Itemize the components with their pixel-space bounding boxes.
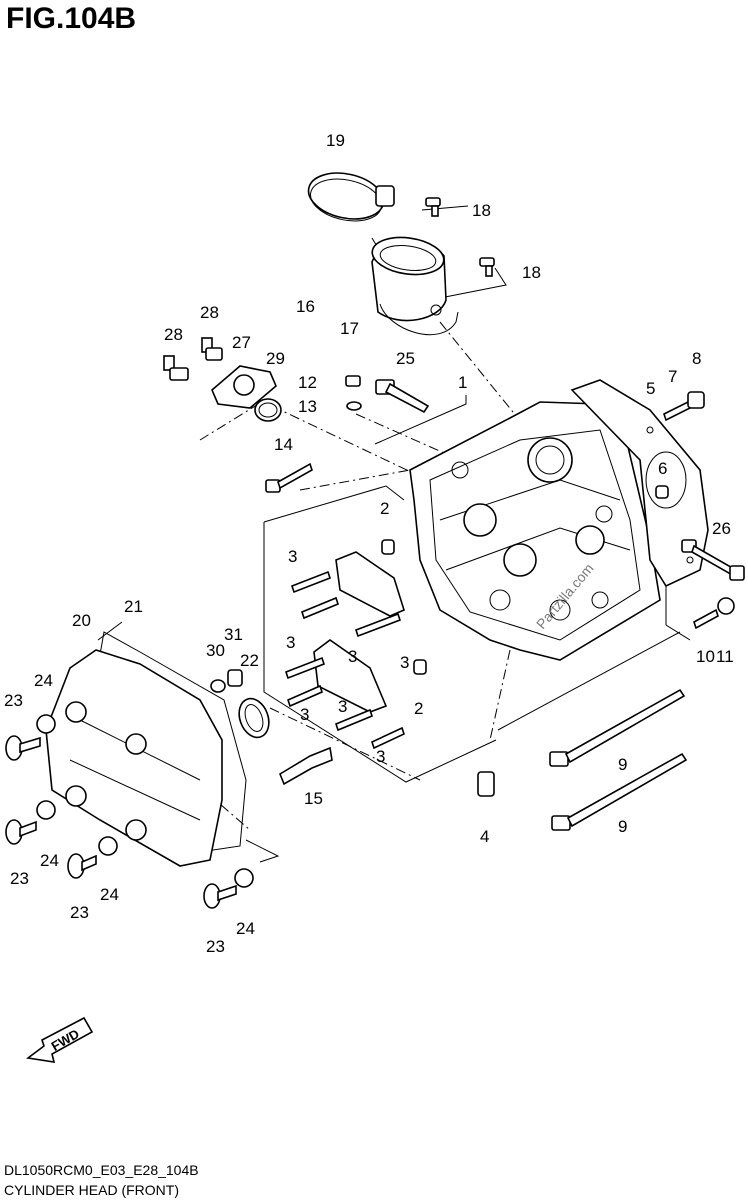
callout-28-right[interactable]: 28 [200, 303, 219, 322]
cap-31[interactable] [227, 669, 243, 687]
bolt-12[interactable] [345, 375, 361, 387]
callout-4[interactable]: 4 [480, 827, 489, 846]
forward-arrow: FWD [25, 1016, 94, 1063]
callout-24-b[interactable]: 24 [40, 851, 59, 870]
washer-13[interactable] [346, 401, 362, 411]
callout-1[interactable]: 1 [458, 373, 467, 392]
callout-26[interactable]: 26 [712, 519, 731, 538]
callout-21[interactable]: 21 [124, 597, 143, 616]
bolt-28-left[interactable] [163, 355, 189, 381]
long-bolt-9-upper[interactable] [549, 688, 686, 767]
bolt-26[interactable] [681, 539, 745, 581]
callout-31[interactable]: 31 [224, 625, 243, 644]
cover-washer-24-a[interactable] [36, 714, 56, 734]
hose-clamp[interactable] [304, 167, 395, 227]
cover-bolt-23-d[interactable] [203, 883, 237, 909]
nut-8[interactable] [687, 391, 705, 409]
callout-23-d[interactable]: 23 [206, 937, 225, 956]
callout-23-c[interactable]: 23 [70, 903, 89, 922]
o-ring[interactable] [254, 398, 282, 422]
cover-washer-24-c[interactable] [98, 836, 118, 856]
callout-24-a[interactable]: 24 [34, 671, 53, 690]
callout-24-d[interactable]: 24 [236, 919, 255, 938]
callout-24-c[interactable]: 24 [100, 885, 119, 904]
figure-title: FIG.104B [6, 2, 137, 35]
dowel-4[interactable] [477, 771, 495, 797]
callout-22[interactable]: 22 [240, 651, 259, 670]
bolt-25[interactable] [375, 379, 430, 414]
bolt-10[interactable] [693, 608, 719, 630]
callout-16[interactable]: 16 [296, 297, 315, 316]
head-gasket[interactable] [570, 379, 709, 588]
callout-3-b[interactable]: 3 [286, 633, 295, 652]
callout-13[interactable]: 13 [298, 397, 317, 416]
cover-washer-24-b[interactable] [36, 800, 56, 820]
cam-holder-bolts[interactable] [285, 570, 405, 750]
callout-8[interactable]: 8 [692, 349, 701, 368]
callout-11[interactable]: 11 [716, 647, 734, 666]
cap-30[interactable] [210, 679, 226, 693]
cylinder-head[interactable] [409, 401, 661, 661]
intake-pipe[interactable] [370, 233, 459, 336]
callout-3-a[interactable]: 3 [288, 547, 297, 566]
callout-9-lower[interactable]: 9 [618, 817, 627, 836]
callout-23-b[interactable]: 23 [10, 869, 29, 888]
spark-plug[interactable] [279, 746, 333, 786]
callout-17[interactable]: 17 [340, 319, 359, 338]
callout-2-upper[interactable]: 2 [380, 499, 389, 518]
cover-bolt-23-c[interactable] [67, 853, 97, 879]
callout-6[interactable]: 6 [658, 459, 667, 478]
cover-bolt-23-a[interactable] [5, 735, 41, 761]
cover-bolt-23-b[interactable] [5, 819, 37, 845]
callout-5[interactable]: 5 [646, 379, 655, 398]
callout-18-lower[interactable]: 18 [522, 263, 541, 282]
callout-23-a[interactable]: 23 [4, 691, 23, 710]
callout-7[interactable]: 7 [668, 367, 677, 386]
cam-holder-lower[interactable] [313, 639, 427, 713]
bolt-14[interactable] [265, 462, 313, 493]
callout-19[interactable]: 19 [326, 131, 345, 150]
callout-18-top[interactable]: 18 [472, 201, 491, 220]
callout-3-c[interactable]: 3 [348, 647, 357, 666]
sensor-housing[interactable] [211, 365, 277, 409]
callout-15[interactable]: 15 [304, 789, 323, 808]
drawing-code: DL1050RCM0_E03_E28_104B [4, 1162, 199, 1178]
callout-3-f[interactable]: 3 [338, 697, 347, 716]
callout-29[interactable]: 29 [266, 349, 285, 368]
callout-3-d[interactable]: 3 [400, 653, 409, 672]
screw-18-top[interactable] [425, 197, 441, 217]
dowel-pin-6[interactable] [655, 485, 669, 499]
callout-9-upper[interactable]: 9 [618, 755, 627, 774]
bolt-28-right[interactable] [201, 337, 223, 361]
callout-25[interactable]: 25 [396, 349, 415, 368]
callout-30[interactable]: 30 [206, 641, 225, 660]
long-bolt-9-lower[interactable] [551, 752, 688, 831]
screw-18-lower[interactable] [479, 257, 495, 277]
callout-2-lower[interactable]: 2 [414, 699, 423, 718]
callout-27[interactable]: 27 [232, 333, 251, 352]
callout-10[interactable]: 10 [696, 647, 715, 666]
drawing-caption: CYLINDER HEAD (FRONT) [4, 1182, 180, 1198]
callout-14[interactable]: 14 [274, 435, 293, 454]
callout-20[interactable]: 20 [72, 611, 91, 630]
callout-3-e[interactable]: 3 [300, 705, 309, 724]
callout-12[interactable]: 12 [298, 373, 317, 392]
cylinder-head-cover[interactable] [45, 649, 223, 867]
cover-washer-24-d[interactable] [234, 868, 254, 888]
callout-28-left[interactable]: 28 [164, 325, 183, 344]
washer-11[interactable] [717, 597, 735, 615]
plug-seal-22[interactable] [234, 694, 274, 741]
callout-3-g[interactable]: 3 [376, 747, 385, 766]
bolt-7[interactable] [663, 400, 691, 422]
callouts: 19 18 18 16 17 28 28 27 29 25 12 13 1 5 … [4, 131, 734, 956]
cam-holder-upper[interactable] [335, 539, 405, 617]
